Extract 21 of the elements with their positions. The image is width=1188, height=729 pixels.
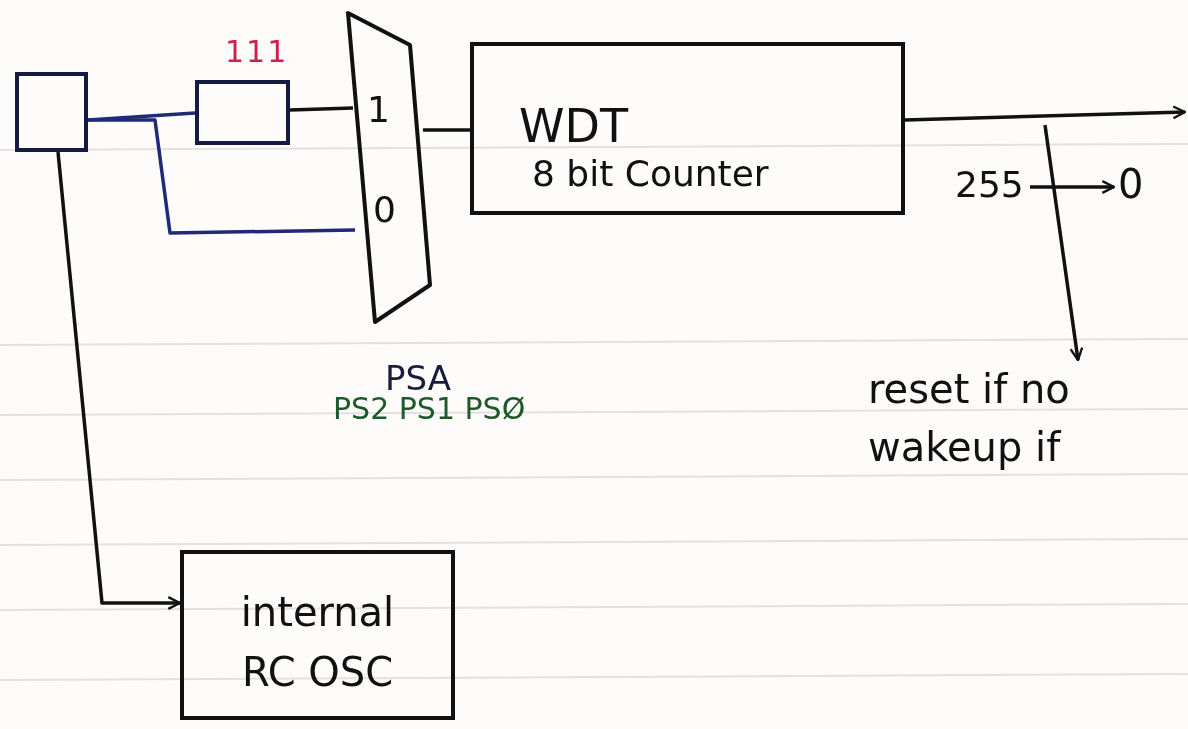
connector-line: [289, 106, 354, 112]
arrow: [56, 151, 182, 610]
counter-box: [470, 42, 905, 215]
block-box: [15, 72, 88, 152]
block-label: internal RC OSC: [239, 588, 396, 697]
connector-line: [88, 118, 356, 235]
arrow: [904, 105, 1187, 122]
input-label: 1: [367, 90, 390, 130]
block-subtitle: 8 bit Counter: [532, 154, 769, 194]
arrow: [1043, 124, 1084, 362]
arrow: [1030, 180, 1116, 194]
tick-marks-label: 111: [225, 35, 289, 68]
oscillator-box: [180, 550, 455, 720]
block-title: WDT: [519, 101, 628, 152]
count-value: 255: [955, 165, 1024, 205]
count-value: 0: [1118, 162, 1144, 206]
input-label: 0: [373, 190, 396, 230]
connector-line: [423, 128, 470, 132]
multiplexer-shape: [345, 10, 433, 325]
note-text: reset if no wakeup if: [868, 365, 1071, 472]
prescaler-box: [195, 80, 290, 145]
